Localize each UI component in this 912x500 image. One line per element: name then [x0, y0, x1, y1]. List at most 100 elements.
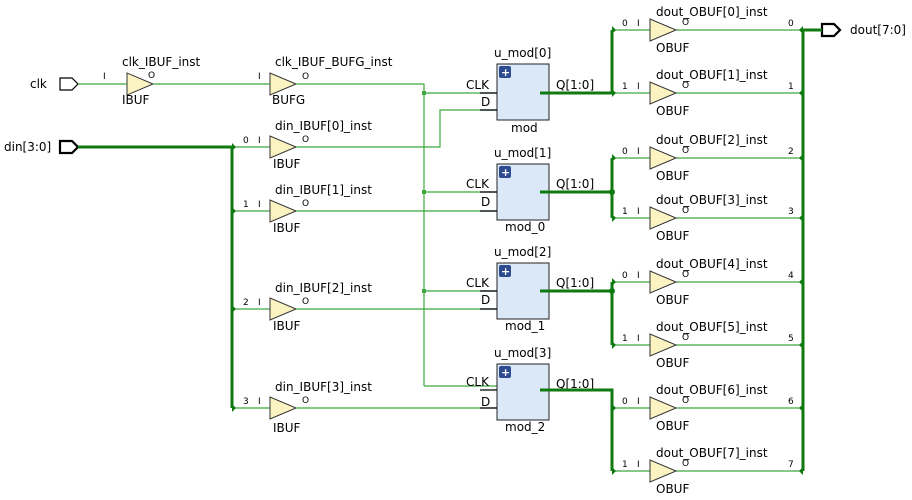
pin-i: I [258, 136, 261, 146]
cell-type: OBUF [656, 482, 689, 496]
clk-ibuf-cell[interactable]: clk_IBUF_inst IBUF I O [103, 55, 201, 107]
pin-q: Q[1:0] [556, 276, 594, 290]
bus-index-in: 0 [622, 19, 628, 29]
pin-i: I [637, 207, 640, 217]
bus-index-in: 0 [622, 147, 628, 157]
net-clk-bufg[interactable] [258, 83, 497, 387]
bus-tap-markers [232, 143, 236, 412]
port-clk[interactable]: clk [30, 77, 79, 91]
pin-stubs [480, 191, 497, 212]
expand-icon[interactable] [499, 166, 511, 178]
pin-o: O [302, 199, 309, 209]
bus-tap-marker [612, 404, 616, 412]
net-dout-bus[interactable] [801, 28, 822, 471]
buffer-icon [649, 206, 678, 230]
pin-i: I [258, 298, 261, 308]
bus-index-out: 1 [788, 82, 794, 92]
buffer-icon [269, 297, 298, 321]
pin-q: Q[1:0] [556, 377, 594, 391]
buffer-icon [649, 270, 678, 294]
bus-index-in: 1 [622, 82, 628, 92]
bus-index-out: 4 [788, 271, 794, 281]
pin-o: O [302, 297, 309, 307]
pin-d: D [481, 395, 490, 409]
net-din-bus[interactable] [78, 145, 234, 408]
buffer-icon [649, 459, 678, 483]
mod-instance-3[interactable]: u_mod[3] + CLK D Q[1:0] mod_2 [466, 346, 594, 434]
pin-stubs [480, 92, 497, 111]
cell-name: dout_OBUF[1]_inst [656, 68, 768, 82]
instance-name: u_mod[0] [494, 46, 551, 60]
net-din0-ibuf[interactable] [296, 109, 497, 148]
din-ibuf-1-cell[interactable]: 1 I O din_IBUF[1]_inst IBUF [232, 183, 372, 235]
bus-index: 2 [243, 298, 249, 308]
expand-icon[interactable] [499, 265, 511, 277]
net-q2-bus[interactable] [540, 282, 614, 345]
din-ibuf-3-cell[interactable]: 3 I O din_IBUF[3]_inst IBUF [232, 380, 372, 435]
din-ibuf-0-cell[interactable]: 0 I O din_IBUF[0]_inst IBUF [232, 119, 372, 171]
expand-plus: + [501, 166, 510, 179]
bus-index-in: 1 [622, 207, 628, 217]
pin-i: I [258, 397, 261, 407]
expand-icon[interactable] [499, 66, 511, 78]
cell-name: din_IBUF[1]_inst [275, 183, 372, 197]
port-dout[interactable]: dout[7:0] [820, 22, 906, 38]
bus-index: 1 [243, 200, 249, 210]
bus-tap-marker [612, 341, 616, 349]
bus-tap-marker [612, 26, 616, 34]
bus-index-in: 1 [622, 334, 628, 344]
module-type: mod [511, 121, 538, 135]
bus-index: 0 [243, 136, 249, 146]
din-ibuf-2-cell[interactable]: 2 I O din_IBUF[2]_inst IBUF [232, 281, 372, 333]
pin-i: I [637, 460, 640, 470]
bus-tap-marker [612, 214, 616, 222]
pin-o: O [148, 71, 155, 81]
bus-index-in: 0 [622, 271, 628, 281]
pin-o: O [302, 135, 309, 145]
input-port-icon [59, 77, 79, 91]
bus-tap-marker [612, 89, 616, 97]
buffer-icon [269, 199, 298, 223]
buffer-icon [269, 72, 298, 96]
cell-name: clk_IBUF_BUFG_inst [275, 55, 393, 69]
cell-type: IBUF [273, 319, 301, 333]
mod-instance-2[interactable]: u_mod[2] + CLK D Q[1:0] mod_1 [466, 245, 594, 333]
bus-index: 3 [243, 397, 249, 407]
expand-icon[interactable] [499, 366, 511, 378]
buffer-icon [649, 146, 678, 170]
cell-name: dout_OBUF[2]_inst [656, 133, 768, 147]
instance-name: u_mod[1] [494, 146, 551, 160]
expand-plus: + [501, 66, 510, 79]
pin-stubs [480, 389, 497, 409]
bus-tap-marker [612, 467, 616, 475]
cell-type: OBUF [656, 293, 689, 307]
bus-index-out: 7 [788, 460, 794, 470]
buffer-icon [649, 396, 678, 420]
clk-bufg-cell[interactable]: clk_IBUF_BUFG_inst BUFG I O [258, 55, 393, 107]
buffer-icon [649, 333, 678, 357]
pin-clk: CLK [466, 276, 490, 290]
cell-name: dout_OBUF[3]_inst [656, 193, 768, 207]
pin-o: O [682, 206, 689, 216]
cell-type: OBUF [656, 41, 689, 55]
port-din[interactable]: din[3:0] [4, 139, 80, 155]
mod-instance-1[interactable]: u_mod[1] + CLK D Q[1:0] mod_0 [466, 146, 594, 234]
mod-instance-0[interactable]: u_mod[0] + CLK D Q[1:0] mod [466, 46, 594, 135]
port-clk-label: clk [30, 77, 47, 91]
port-din-label: din[3:0] [4, 140, 51, 154]
net-q3-bus[interactable] [540, 388, 614, 471]
cell-type: IBUF [273, 157, 301, 171]
bus-index-out: 0 [788, 19, 794, 29]
pin-clk: CLK [466, 177, 490, 191]
bus-index-out: 3 [788, 207, 794, 217]
pin-i: I [103, 72, 106, 82]
pin-d: D [481, 293, 490, 307]
